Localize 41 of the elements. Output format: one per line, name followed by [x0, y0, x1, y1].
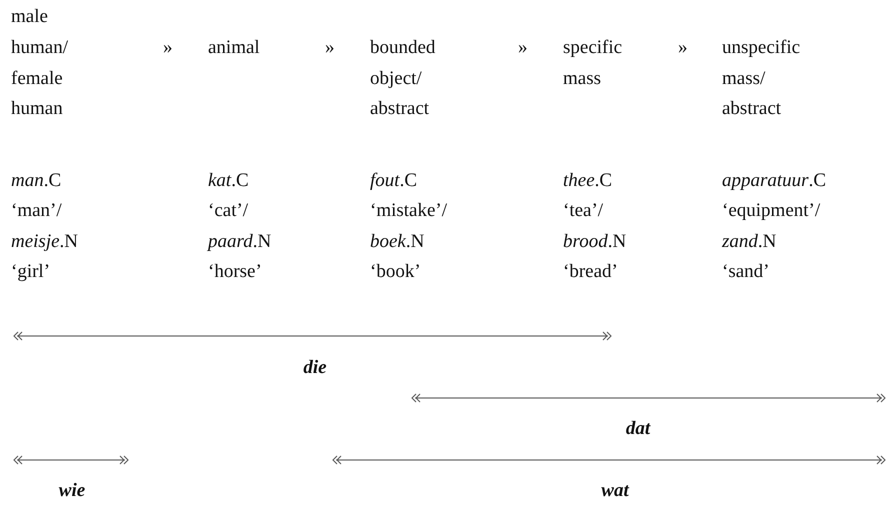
category-label: mass/: [722, 68, 766, 90]
example-gloss: ‘tea’/: [563, 200, 604, 222]
category-label: unspecific: [722, 37, 800, 59]
example-word: meisje.N: [11, 231, 78, 253]
example-word: zand.N: [722, 231, 776, 253]
category-label: specific: [563, 37, 622, 59]
example-word: apparatuur.C: [722, 170, 826, 192]
example-gloss: ‘horse’: [208, 261, 262, 283]
pronoun-label: wie: [58, 480, 86, 502]
category-label: abstract: [370, 98, 430, 120]
category-label: mass: [563, 68, 601, 90]
example-word: kat.C: [208, 170, 249, 192]
pronoun-label: dat: [626, 418, 650, 440]
example-word: paard.N: [208, 231, 272, 253]
hierarchy-symbol: »: [678, 37, 688, 59]
category-label: human: [11, 98, 63, 120]
example-gloss: ‘bread’: [563, 261, 618, 283]
pronoun-label: wat: [601, 480, 629, 502]
category-label: human/: [11, 37, 68, 59]
example-gloss: ‘book’: [370, 261, 421, 283]
example-word: boek.N: [370, 231, 424, 253]
hierarchy-symbol: »: [518, 37, 528, 59]
hierarchy-symbol: »: [325, 37, 334, 59]
example-gloss: ‘girl’: [11, 261, 50, 283]
example-word: fout.C: [370, 170, 417, 192]
example-gloss: ‘cat’/: [208, 200, 248, 222]
category-label: bounded: [370, 37, 436, 59]
example-gloss: ‘equipment’/: [722, 200, 820, 222]
example-word: brood.N: [563, 231, 626, 253]
example-word: man.C: [11, 170, 62, 192]
category-label: abstract: [722, 98, 782, 120]
example-word: thee.C: [563, 170, 612, 192]
category-label: male: [11, 6, 48, 28]
category-label: object/: [370, 68, 422, 90]
hierarchy-symbol: »: [163, 37, 172, 59]
category-label: animal: [208, 37, 260, 59]
example-gloss: ‘man’/: [11, 200, 62, 222]
example-gloss: ‘mistake’/: [370, 200, 448, 222]
category-label: female: [11, 68, 63, 90]
pronoun-label: die: [303, 357, 327, 379]
example-gloss: ‘sand’: [722, 261, 770, 283]
